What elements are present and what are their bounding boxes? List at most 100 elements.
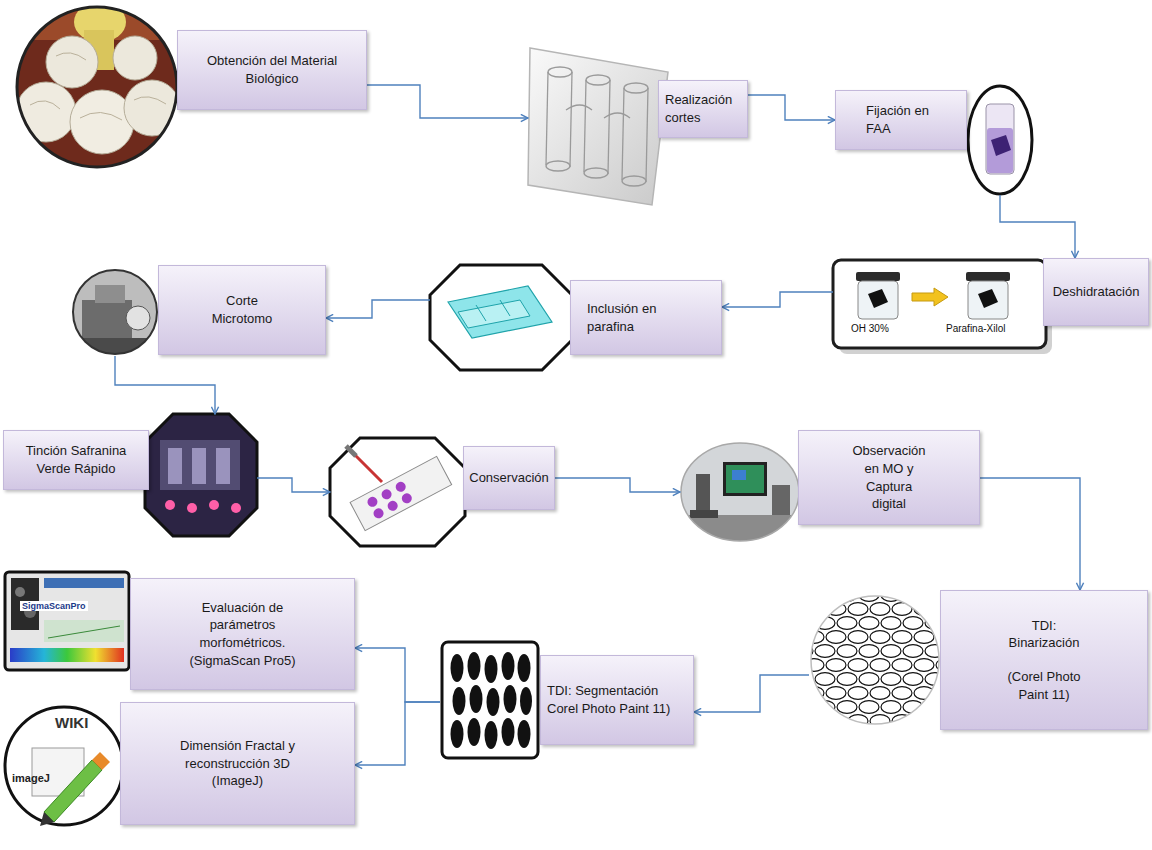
icon-part <box>504 685 517 713</box>
box-fill: Corte Microtomo <box>158 265 326 355</box>
flow-arrow <box>748 95 835 120</box>
icon-part <box>15 587 25 597</box>
icon-part <box>380 488 394 502</box>
icon-part <box>451 720 464 748</box>
icon-part <box>646 88 648 182</box>
icon-part <box>966 272 1010 281</box>
box-fill: Observación en MO y Captura digital <box>798 430 980 525</box>
icon-part <box>145 414 257 536</box>
icon-part <box>113 36 157 80</box>
flow-arrow <box>355 702 440 765</box>
icon-part <box>772 485 790 515</box>
icon-part <box>366 495 380 509</box>
icon-part <box>394 480 408 494</box>
process-step: Fijación en FAA <box>835 85 1033 195</box>
box-fill: TDI: Binarización(Corel Photo Paint 11) <box>940 590 1148 730</box>
flow-arrow <box>980 478 1080 590</box>
flow-arrow <box>694 675 809 712</box>
paraffin-cassette <box>430 265 572 370</box>
icon-part <box>165 500 175 510</box>
icon-part <box>570 72 572 167</box>
icon-part <box>986 104 1014 174</box>
icon-part <box>584 168 608 178</box>
icon-part <box>48 626 120 638</box>
icon-part <box>70 268 160 358</box>
box-fill: Tinción Safranina Verde Rápido <box>3 430 149 490</box>
step-label: Evaluación de parámetros morfométricos. … <box>178 599 308 669</box>
icon-part <box>70 268 160 358</box>
step-label: Corte Microtomo <box>196 292 288 327</box>
step-label: Fijación en FAA <box>866 102 930 137</box>
icon-part <box>5 707 123 825</box>
process-step: TDI: Segmentación Corel Photo Paint 11) <box>440 640 694 760</box>
step-label: (Corel Photo Paint 11) <box>998 668 1090 703</box>
icon-part <box>400 492 414 506</box>
icon-part <box>811 596 939 724</box>
box-fill: Obtención del Material Biológico <box>177 30 367 110</box>
icon-part <box>430 265 572 370</box>
icon-part <box>453 687 466 715</box>
icon-part <box>372 507 386 521</box>
box-fill: Evaluación de parámetros morfométricos. … <box>130 578 355 690</box>
icon-part <box>10 0 190 180</box>
step-label: Tinción Safranina Verde Rápido <box>11 442 141 477</box>
icon-part <box>566 105 630 118</box>
icon-part <box>546 161 570 171</box>
imagej-logo <box>5 707 123 826</box>
cutting-plate <box>528 48 668 205</box>
icon-part <box>624 83 648 93</box>
icon-part <box>696 474 710 514</box>
icon-part <box>10 0 190 180</box>
flow-arrow <box>722 292 833 307</box>
icon-part <box>442 642 538 758</box>
icon-label: SigmaScanPro <box>20 601 88 611</box>
flow-arrow <box>367 85 528 118</box>
icon-part <box>476 305 486 321</box>
icon-part <box>622 88 624 180</box>
process-step: Realización cortes <box>528 48 748 206</box>
faa-vial <box>968 86 1032 194</box>
icon-part <box>468 652 481 680</box>
icon-part <box>520 687 532 715</box>
flow-arrow <box>257 478 330 492</box>
icon-part <box>126 306 150 330</box>
step-label: Obtención del Material Biológico <box>187 52 357 87</box>
icon-part <box>231 503 241 513</box>
icon-part <box>487 688 500 716</box>
process-step: TDI: Binarización(Corel Photo Paint 11) <box>809 590 1148 730</box>
icon-part <box>216 448 230 484</box>
icon-part <box>681 443 799 541</box>
process-step: Corte Microtomo <box>71 265 326 356</box>
icon-part <box>546 72 548 165</box>
icon-part <box>458 300 530 328</box>
box-fill: Realización cortes <box>658 80 748 138</box>
icon-part <box>451 654 464 682</box>
icon-part <box>16 82 76 142</box>
process-step: Deshidratación <box>833 258 1149 356</box>
icon-part <box>44 760 102 822</box>
icon-part <box>92 752 110 770</box>
icon-part <box>584 80 586 172</box>
icon-label: imageJ <box>12 772 50 785</box>
icon-part <box>485 721 498 749</box>
icon-part <box>470 685 483 713</box>
icon-part <box>548 67 572 77</box>
icon-part <box>723 462 767 496</box>
icon-part <box>70 90 134 154</box>
icon-part <box>30 53 166 120</box>
binarized-cells <box>811 596 939 724</box>
icon-part <box>586 75 610 85</box>
process-step: Evaluación de parámetros morfométricos. … <box>5 572 355 690</box>
icon-part <box>168 448 182 484</box>
sigmascan-screenshot <box>5 572 129 670</box>
process-step: Observación en MO y Captura digital <box>680 430 980 542</box>
icon-part <box>350 456 452 530</box>
icon-part <box>978 289 998 308</box>
icon-part <box>46 36 98 88</box>
step-label: Realización cortes <box>665 91 739 126</box>
icon-part <box>346 446 356 456</box>
icon-part <box>192 448 206 484</box>
flow-arrow <box>115 356 215 414</box>
icon-part <box>502 652 515 680</box>
icon-part <box>160 440 240 490</box>
